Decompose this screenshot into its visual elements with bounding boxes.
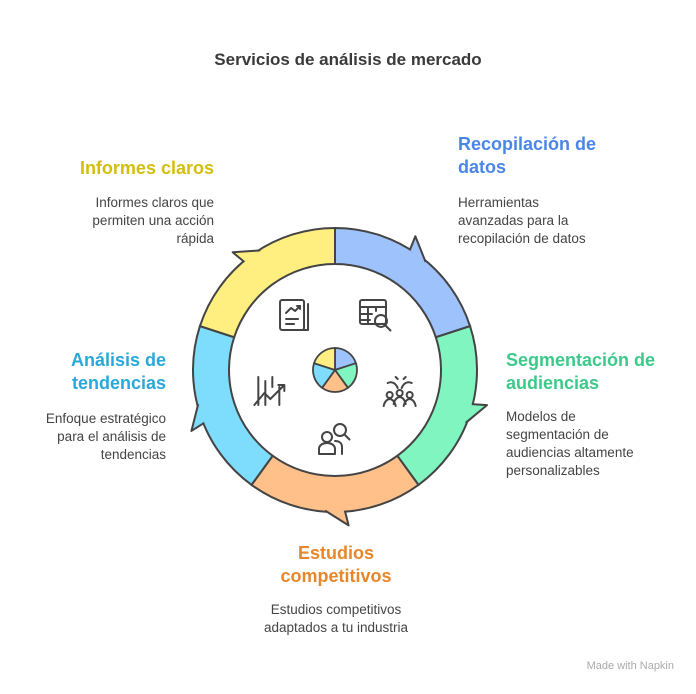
ring-segment [198,226,336,339]
segment-pointer [190,403,205,432]
segment-pointer [408,235,427,263]
report-icon [279,298,310,331]
center-pie-slice [312,347,336,372]
people-search-icon [318,423,351,455]
ring-segment [395,324,478,487]
segment-pointer [465,403,489,424]
ring-segment [334,226,472,339]
napkin-watermark: Made with Napkin [586,660,674,672]
ring-segment [250,454,420,513]
segment-pointer [324,509,350,527]
diagram-title: Servicios de análisis de mercado [214,50,482,69]
segment-pointer [231,249,261,263]
trend-chart-icon [253,376,286,407]
audience-group-icon [382,376,417,408]
ring-segment [192,324,275,487]
table-search-icon [358,298,392,332]
heading-informes: Informes claros [79,158,214,178]
